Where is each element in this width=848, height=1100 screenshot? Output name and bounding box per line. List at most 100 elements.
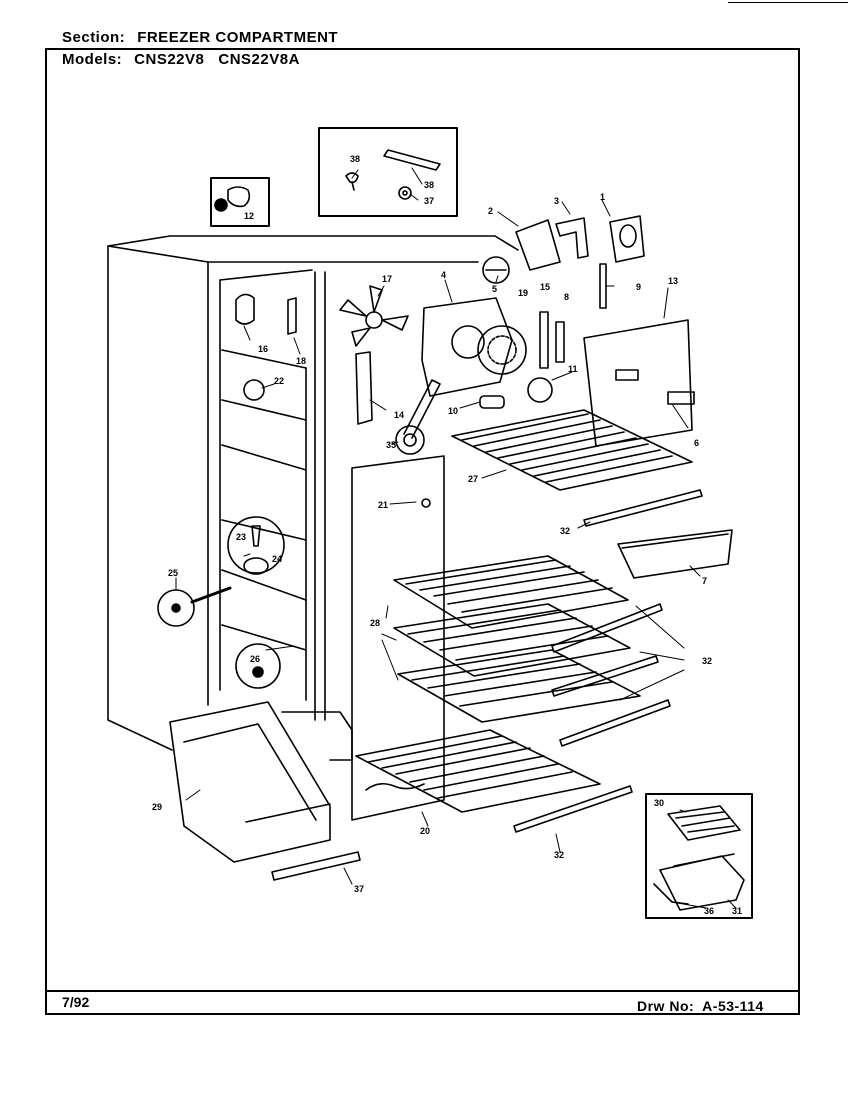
callout-13: 13 (668, 276, 678, 286)
callout-11: 11 (568, 364, 578, 374)
callout-26: 26 (250, 654, 260, 664)
callout-32c: 32 (554, 850, 564, 860)
callout-2: 2 (488, 206, 493, 216)
callout-24: 24 (272, 554, 282, 564)
fan-shroud-19 (477, 325, 527, 375)
callout-16: 16 (258, 344, 268, 354)
callout-32b: 32 (702, 656, 712, 666)
drawing-number-value: A-53-114 (702, 998, 764, 1014)
callout-21: 21 (378, 500, 388, 510)
revision-date: 7/92 (62, 994, 90, 1010)
callout-22: 22 (274, 376, 284, 386)
model-2: CNS22V8A (218, 51, 300, 68)
callout-17: 17 (382, 274, 392, 284)
callout-circle-26 (235, 643, 281, 689)
top-edge-line (728, 2, 848, 3)
clip-18 (287, 297, 297, 335)
callout-31: 31 (732, 906, 742, 916)
drawing-label: Drw No: (637, 998, 695, 1014)
footer-rule (45, 990, 800, 992)
damper-5 (482, 256, 510, 284)
section-value: FREEZER COMPARTMENT (137, 29, 339, 46)
callout-38: 38 (424, 180, 434, 190)
models-label: Models: (62, 51, 123, 68)
bin-rail-35 (271, 851, 361, 881)
callout-27: 27 (468, 474, 478, 484)
plug-24 (243, 557, 269, 575)
callout-33: 35 (386, 440, 396, 450)
scoop-34 (653, 883, 689, 905)
motor-bracket-4 (421, 297, 513, 397)
callout-8: 8 (564, 292, 569, 302)
callout-14: 14 (394, 410, 404, 420)
wire-shelf-28-lower (397, 649, 641, 723)
callout-30: 30 (654, 798, 664, 808)
callout-35: 37 (354, 884, 364, 894)
freezer-bin-29 (169, 701, 331, 863)
fastener-part-36 (345, 172, 359, 191)
callout-6: 6 (694, 438, 699, 448)
callout-20: 20 (420, 826, 430, 836)
part-callout-labels: 1 2 3 4 5 6 7 8 9 10 11 12 13 14 15 16 1… (152, 154, 742, 916)
fan-blade-17 (339, 285, 409, 347)
bracket-3 (555, 217, 589, 259)
strip-15 (539, 311, 549, 369)
callout-9: 9 (636, 282, 641, 292)
cap-part-37 (398, 186, 412, 200)
callout-34: 36 (704, 906, 714, 916)
bracket-2 (515, 219, 561, 271)
knob-part-12 (214, 186, 251, 212)
callout-32a: 32 (560, 526, 570, 536)
callout-10: 10 (448, 406, 458, 416)
callout-19: 19 (518, 288, 528, 298)
models-heading: Models: CNS22V8 CNS22V8A (62, 51, 304, 68)
callout-3: 3 (554, 196, 559, 206)
callout-4: 4 (441, 270, 446, 280)
callout-36: 38 (350, 154, 360, 164)
callout-28: 28 (370, 618, 380, 628)
callout-1: 1 (600, 192, 605, 202)
evaporator-cover-13 (583, 319, 695, 447)
model-1: CNS22V8 (134, 51, 205, 68)
inset-box-top (318, 127, 458, 217)
callout-5: 5 (492, 284, 497, 294)
wire-shelf-27 (451, 409, 693, 491)
callout-23: 23 (236, 532, 246, 542)
shelf-support-32 (513, 489, 703, 833)
link-rod (403, 379, 441, 439)
drawing-number: Drw No: A-53-114 (637, 998, 764, 1014)
inset-box-ice (645, 793, 753, 919)
ice-cube-tray-30 (667, 805, 741, 841)
callout-25: 25 (168, 568, 178, 578)
callout-circle-23-24 (227, 516, 285, 574)
section-heading: Section: FREEZER COMPARTMENT (62, 29, 338, 46)
section-label: Section: (62, 29, 126, 46)
callout-15: 15 (540, 282, 550, 292)
grommet-33 (395, 425, 425, 455)
ice-tray-7 (617, 529, 733, 579)
cabinet-shell (107, 235, 519, 761)
callout-12: 12 (244, 211, 254, 221)
screw-23 (251, 525, 261, 547)
callout-18: 18 (296, 356, 306, 366)
leader-lines (175, 167, 737, 909)
hinge-16 (235, 293, 255, 325)
cap-22 (243, 379, 265, 401)
wire-shelf-28-upper (393, 555, 629, 629)
inset-box-knob (210, 177, 270, 227)
callout-circle-25 (157, 589, 195, 627)
plug-21 (421, 498, 431, 508)
callout-7: 7 (702, 576, 707, 586)
bracket-14 (355, 351, 373, 425)
callout-29: 29 (152, 802, 162, 812)
wire-shelf-bottom (355, 729, 601, 813)
bulb-11 (527, 377, 553, 403)
diagram-frame (45, 48, 800, 1015)
thermostat-1 (609, 215, 645, 263)
heater-strip-9 (599, 263, 607, 309)
wire-shelf-28-middle (393, 603, 631, 677)
strip-8 (555, 321, 565, 363)
socket-10 (479, 395, 505, 409)
leader-25 (190, 586, 232, 604)
